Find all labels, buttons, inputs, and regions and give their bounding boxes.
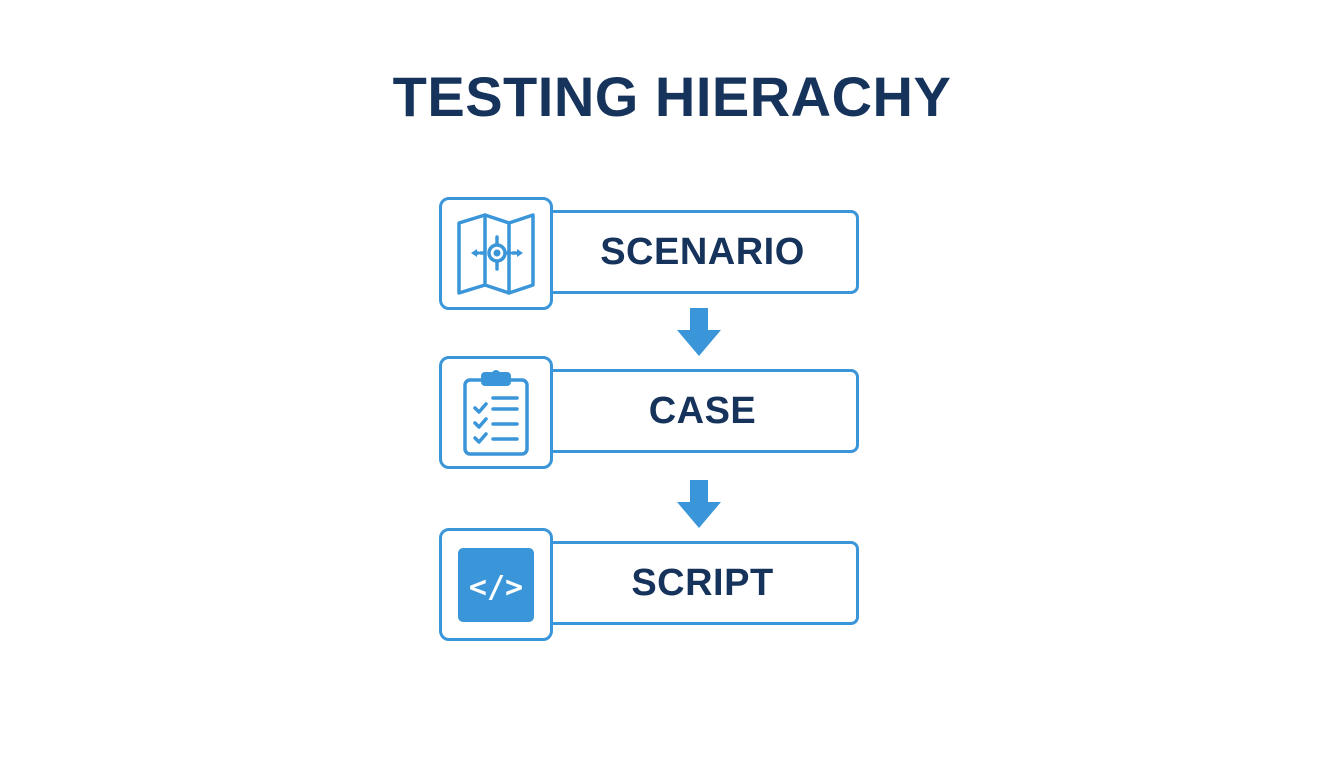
case-label-box: CASE — [543, 369, 859, 453]
scenario-icon-box — [439, 197, 553, 310]
script-label-box: SCRIPT — [543, 541, 859, 625]
down-arrow-icon — [677, 480, 721, 528]
case-icon-box — [439, 356, 553, 469]
hierarchy-level-scenario: SCENARIO — [439, 197, 863, 312]
scenario-label: SCENARIO — [600, 230, 805, 273]
down-arrow-icon — [677, 308, 721, 356]
hierarchy-level-case: CASE — [439, 356, 863, 471]
code-icon: </> — [458, 547, 534, 622]
code-glyph: </> — [469, 570, 523, 605]
diagram-title: TESTING HIERACHY — [392, 65, 952, 128]
clipboard-checklist-icon — [463, 369, 529, 456]
script-label: SCRIPT — [631, 561, 774, 604]
hierarchy-level-script: </> SCRIPT — [439, 528, 863, 643]
scenario-label-box: SCENARIO — [543, 210, 859, 294]
script-icon-box: </> — [439, 528, 553, 641]
case-label: CASE — [648, 389, 757, 432]
map-icon — [457, 212, 535, 295]
